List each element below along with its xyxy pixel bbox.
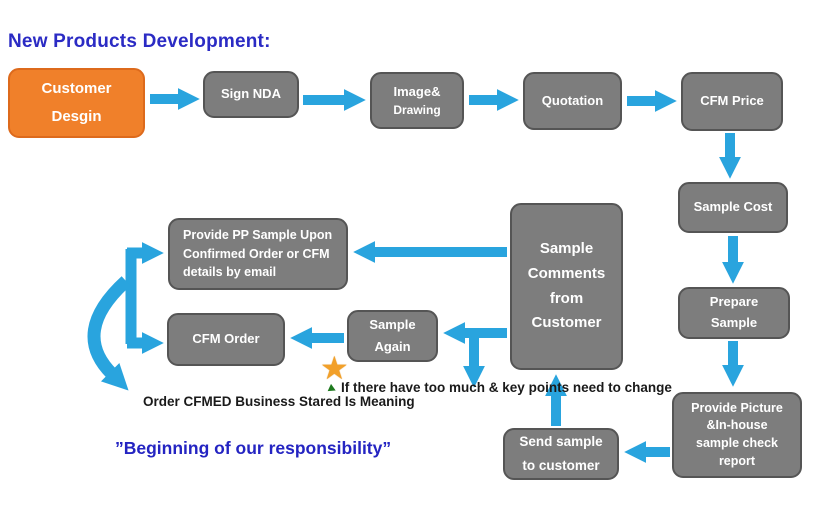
page-title: New Products Development: xyxy=(8,31,271,52)
node-customer-design: Customer Desgin xyxy=(8,68,145,138)
node-label: &In-house xyxy=(706,418,768,433)
node-label: Provide Picture xyxy=(691,400,783,415)
node-send-sample: Send sample to customer xyxy=(503,428,619,480)
node-provide-pp-sample: Provide PP Sample Upon Confirmed Order o… xyxy=(168,218,348,290)
node-label: Again xyxy=(374,339,411,354)
node-sign-nda: Sign NDA xyxy=(203,71,299,118)
node-sample-again: Sample Again xyxy=(347,310,438,362)
star-icon: ★ xyxy=(320,350,349,386)
change-note: If there have too much & key points need… xyxy=(341,378,672,399)
order-note: Order CFMED Business Stared Is Meaning xyxy=(143,392,415,413)
curved-arrow-to-order-note xyxy=(87,276,131,391)
change-note-line: points need to change xyxy=(528,380,672,395)
responsibility-note: ”Beginning of our responsibility” xyxy=(115,438,392,458)
node-label: Sample xyxy=(369,316,416,332)
node-label: Sample Cost xyxy=(693,199,773,215)
node-label: Quotation xyxy=(541,92,604,108)
node-label: Send sample xyxy=(519,433,603,449)
node-provide-picture-report: Provide Picture &In-house sample check r… xyxy=(672,392,802,478)
node-label: Customer xyxy=(531,314,602,332)
node-sample-cost: Sample Cost xyxy=(678,182,788,233)
node-label: CFM Order xyxy=(192,331,260,347)
node-label: to customer xyxy=(522,458,600,473)
node-label: CFM Price xyxy=(700,93,764,109)
node-label: Comments xyxy=(527,264,606,282)
node-label: Confirmed Order or CFM xyxy=(183,246,330,261)
node-label: Sample xyxy=(710,315,758,330)
node-label: Prepare xyxy=(709,294,759,310)
node-label: report xyxy=(718,453,756,468)
node-image-drawing: Image& Drawing xyxy=(370,72,464,129)
node-label: Sign NDA xyxy=(221,86,281,102)
node-quotation: Quotation xyxy=(523,72,622,130)
node-label: sample check xyxy=(696,436,778,450)
node-label: from xyxy=(549,289,584,307)
order-note-line: Order CFMED xyxy=(143,394,232,409)
node-label: Sample xyxy=(539,240,594,257)
node-label: Customer xyxy=(41,80,112,98)
order-note-line: Business Stared Is Meaning xyxy=(235,394,415,409)
node-label: details by email xyxy=(183,265,277,280)
node-label: Desgin xyxy=(51,108,102,125)
node-label: Image& xyxy=(393,83,441,99)
node-label: Provide PP Sample Upon xyxy=(183,227,333,242)
change-note-line: If there have too much & key xyxy=(341,380,525,395)
node-sample-comments: Sample Comments from Customer xyxy=(510,203,623,370)
node-cfm-order: CFM Order xyxy=(167,313,285,366)
node-label: Drawing xyxy=(393,103,441,118)
node-cfm-price: CFM Price xyxy=(681,72,783,131)
node-prepare-sample: Prepare Sample xyxy=(678,287,790,339)
